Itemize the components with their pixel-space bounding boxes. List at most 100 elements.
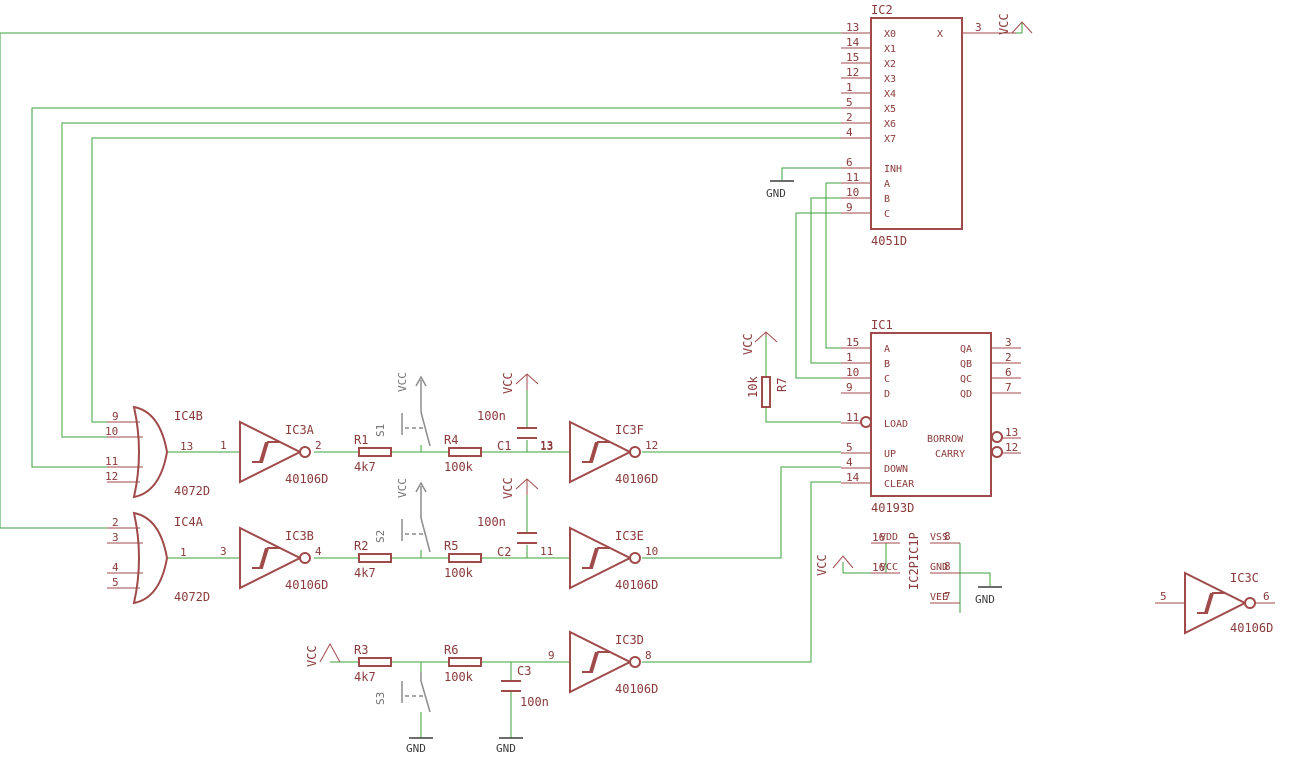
ic3e-schmitt-inverter[interactable]: 11 10 IC3E 40106D: [540, 526, 658, 592]
ic3b-schmitt-inverter[interactable]: 3 4 IC3B 40106D: [220, 526, 328, 592]
ic2-pin-label: X3: [884, 74, 896, 85]
ic2-multiplexer[interactable]: X013X114X215X312X41X55X62X74INH6A11B10C9…: [841, 3, 1016, 248]
ic1-pin-number: 10: [846, 366, 859, 379]
ic3d-pin-in: 9: [548, 649, 555, 662]
ic3d-pin-out: 8: [645, 649, 652, 662]
resistor-r3[interactable]: R3 4k7: [354, 643, 392, 684]
ic2-pin-number: 1: [846, 81, 853, 94]
ic4b-or-gate[interactable]: 9 10 11 12 13 IC4B 4072D: [105, 405, 210, 499]
resistor-r2[interactable]: R2 4k7: [354, 539, 392, 580]
r7-vcc-label: VCC: [741, 333, 755, 355]
capacitor-c2[interactable]: 100n C2: [477, 515, 537, 559]
capacitor-c3[interactable]: C3 100n: [501, 664, 549, 709]
ic2-pin-number: 9: [846, 201, 853, 214]
ic1-pin-number: 11: [846, 411, 859, 424]
ic1-pin-label: DOWN: [884, 464, 908, 475]
c3-gnd-label: GND: [496, 742, 516, 755]
ic2-pin-label: A: [884, 179, 890, 190]
vss-pin-num: 8: [944, 530, 951, 543]
ic2-pin-label: X2: [884, 59, 896, 70]
ic2-pin-number: 13: [846, 21, 859, 34]
ic1-pin-label: B: [884, 359, 890, 370]
ic4b-value: 4072D: [174, 484, 210, 498]
ic3b-pin-out: 4: [315, 545, 322, 558]
ic1-pin-number: 4: [846, 456, 853, 469]
ic3c-name: IC3C: [1230, 571, 1259, 585]
ic1-pin-label: QD: [960, 389, 972, 400]
r7-value: 10k: [746, 376, 760, 398]
ic2-name: IC2: [871, 3, 893, 17]
ic2-pin-label: X4: [884, 89, 896, 100]
ic4a-pin-1: 1: [180, 546, 187, 559]
ic1-counter[interactable]: A15B1C10D9LOAD11UP5DOWN4CLEAR14QA3QB2QC6…: [841, 318, 1021, 515]
switch-s2[interactable]: VCC S2: [374, 478, 431, 553]
resistor-r7[interactable]: 10k R7: [746, 376, 789, 408]
c1-value: 100n: [477, 409, 506, 423]
capacitor-c1[interactable]: 100n C1 13: [477, 409, 553, 453]
ic4a-value: 4072D: [174, 590, 210, 604]
ic2-pin-number: 3: [975, 21, 982, 34]
s2-name: S2: [374, 530, 387, 543]
power-pins-block[interactable]: VDD 16 VCC 16 VSS 8 GND 8 VEE 7 IC2PIC1P: [871, 530, 960, 604]
vdd-pin-num: 16: [872, 531, 885, 544]
ic3d-schmitt-inverter[interactable]: 9 8 IC3D 40106D: [548, 630, 658, 696]
s3-gnd-label: GND: [406, 742, 426, 755]
ic3d-value: 40106D: [615, 682, 658, 696]
s3-name: S3: [374, 692, 387, 705]
resistor-r4[interactable]: R4 100k: [444, 433, 482, 474]
ic2-pin-number: 5: [846, 96, 853, 109]
c1-vcc-label: VCC: [501, 372, 515, 394]
power-vcc-label: VCC: [815, 554, 829, 576]
resistor-r6[interactable]: R6 100k: [444, 643, 482, 684]
ic2-value: 4051D: [871, 234, 907, 248]
ic3a-value: 40106D: [285, 472, 328, 486]
ic3e-pin-in: 11: [540, 545, 553, 558]
ic1-pin-label: BORROW: [927, 434, 964, 445]
ic1-pin-label: D: [884, 389, 890, 400]
ic4a-pin-4: 4: [112, 561, 119, 574]
ic3e-name: IC3E: [615, 529, 644, 543]
ic4b-name: IC4B: [174, 409, 203, 423]
s1-name: S1: [374, 424, 387, 437]
r5-value: 100k: [444, 566, 474, 580]
ic2-pin-label: INH: [884, 164, 902, 175]
ic2-pin-number: 11: [846, 171, 859, 184]
ic3c-pin-out: 6: [1263, 590, 1270, 603]
ic1-pin-number: 13: [1005, 426, 1018, 439]
ic1-pin-label: C: [884, 374, 890, 385]
ic4a-pin-2: 2: [112, 516, 119, 529]
r3-name: R3: [354, 643, 368, 657]
vee-pin-num: 7: [944, 590, 951, 603]
vcc-pin-num: 16: [872, 561, 885, 574]
ic2-pin-label: X6: [884, 119, 896, 130]
ic1-pin-number: 1: [846, 351, 853, 364]
ic4a-or-gate[interactable]: 2 3 4 5 1 IC4A 4072D: [107, 511, 210, 605]
ic3a-schmitt-inverter[interactable]: 1 2 IC3A 40106D: [220, 420, 328, 486]
vee-pin-label: VEE: [930, 592, 948, 603]
gnd-symbols: GND GND GND GND: [406, 180, 1002, 755]
ic2-pin-label: X0: [884, 29, 896, 40]
ic1-pin-number: 7: [1005, 381, 1012, 394]
c1-ic3f-pin: 13: [540, 440, 553, 453]
ic3c-value: 40106D: [1230, 621, 1273, 635]
gnd-pin-num: 8: [944, 560, 951, 573]
ic4b-pin-9: 9: [112, 410, 119, 423]
ic3a-pin-in: 1: [220, 439, 227, 452]
resistor-r5[interactable]: R5 100k: [444, 539, 482, 580]
ic2-pin-label: C: [884, 209, 890, 220]
ic1-pin-number: 3: [1005, 336, 1012, 349]
ic3b-name: IC3B: [285, 529, 314, 543]
ic3f-schmitt-inverter[interactable]: 13 12 IC3F 40106D: [540, 420, 658, 486]
r4-name: R4: [444, 433, 458, 447]
ic3e-value: 40106D: [615, 578, 658, 592]
ic3c-schmitt-inverter[interactable]: 5 6 IC3C 40106D: [1155, 571, 1275, 635]
ic1-pin-label: A: [884, 344, 890, 355]
r7-name: R7: [775, 378, 789, 392]
c3-value: 100n: [520, 695, 549, 709]
switch-s1[interactable]: VCC S1: [374, 372, 431, 447]
switch-s3[interactable]: S3: [374, 672, 431, 713]
ic2-pin-number: 6: [846, 156, 853, 169]
resistor-r1[interactable]: R1 4k7: [354, 433, 392, 474]
r1-value: 4k7: [354, 460, 376, 474]
r6-value: 100k: [444, 670, 474, 684]
